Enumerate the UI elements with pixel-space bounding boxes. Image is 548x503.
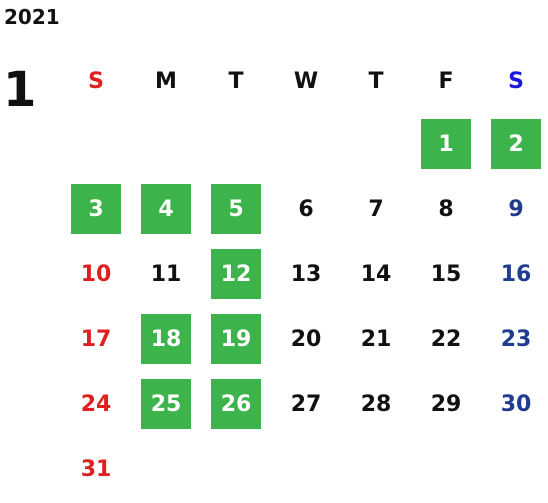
day-cell-5[interactable]: 5 bbox=[211, 184, 261, 234]
day-cell-19[interactable]: 19 bbox=[211, 314, 261, 364]
year-label: 2021 bbox=[4, 5, 60, 29]
day-cell-14[interactable]: 14 bbox=[360, 261, 392, 287]
day-cell-13[interactable]: 13 bbox=[290, 261, 322, 287]
day-cell-11[interactable]: 11 bbox=[150, 261, 182, 287]
weekday-header-mon: M bbox=[155, 68, 177, 94]
day-cell-7[interactable]: 7 bbox=[368, 196, 384, 222]
day-cell-23[interactable]: 23 bbox=[500, 326, 532, 352]
day-cell-22[interactable]: 22 bbox=[430, 326, 462, 352]
day-cell-18[interactable]: 18 bbox=[141, 314, 191, 364]
day-cell-26[interactable]: 26 bbox=[211, 379, 261, 429]
day-cell-12[interactable]: 12 bbox=[211, 249, 261, 299]
day-cell-28[interactable]: 28 bbox=[360, 391, 392, 417]
day-cell-17[interactable]: 17 bbox=[80, 326, 112, 352]
day-cell-2[interactable]: 2 bbox=[491, 119, 541, 169]
day-cell-27[interactable]: 27 bbox=[290, 391, 322, 417]
day-cell-3[interactable]: 3 bbox=[71, 184, 121, 234]
day-cell-4[interactable]: 4 bbox=[141, 184, 191, 234]
weekday-header-fri: F bbox=[438, 68, 454, 94]
day-cell-29[interactable]: 29 bbox=[430, 391, 462, 417]
day-cell-1[interactable]: 1 bbox=[421, 119, 471, 169]
weekday-header-sat: S bbox=[508, 68, 524, 94]
day-cell-8[interactable]: 8 bbox=[438, 196, 454, 222]
day-cell-10[interactable]: 10 bbox=[80, 261, 112, 287]
day-cell-16[interactable]: 16 bbox=[500, 261, 532, 287]
day-cell-9[interactable]: 9 bbox=[508, 196, 524, 222]
day-cell-6[interactable]: 6 bbox=[298, 196, 314, 222]
day-cell-30[interactable]: 30 bbox=[500, 391, 532, 417]
day-cell-21[interactable]: 21 bbox=[360, 326, 392, 352]
day-cell-24[interactable]: 24 bbox=[80, 391, 112, 417]
day-cell-15[interactable]: 15 bbox=[430, 261, 462, 287]
weekday-header-thu: T bbox=[368, 68, 384, 94]
weekday-header-sun: S bbox=[88, 68, 104, 94]
day-cell-25[interactable]: 25 bbox=[141, 379, 191, 429]
weekday-header-wed: W bbox=[293, 68, 319, 94]
day-cell-31[interactable]: 31 bbox=[80, 456, 112, 482]
day-cell-20[interactable]: 20 bbox=[290, 326, 322, 352]
month-label: 1 bbox=[3, 62, 37, 118]
weekday-header-tue: T bbox=[228, 68, 244, 94]
